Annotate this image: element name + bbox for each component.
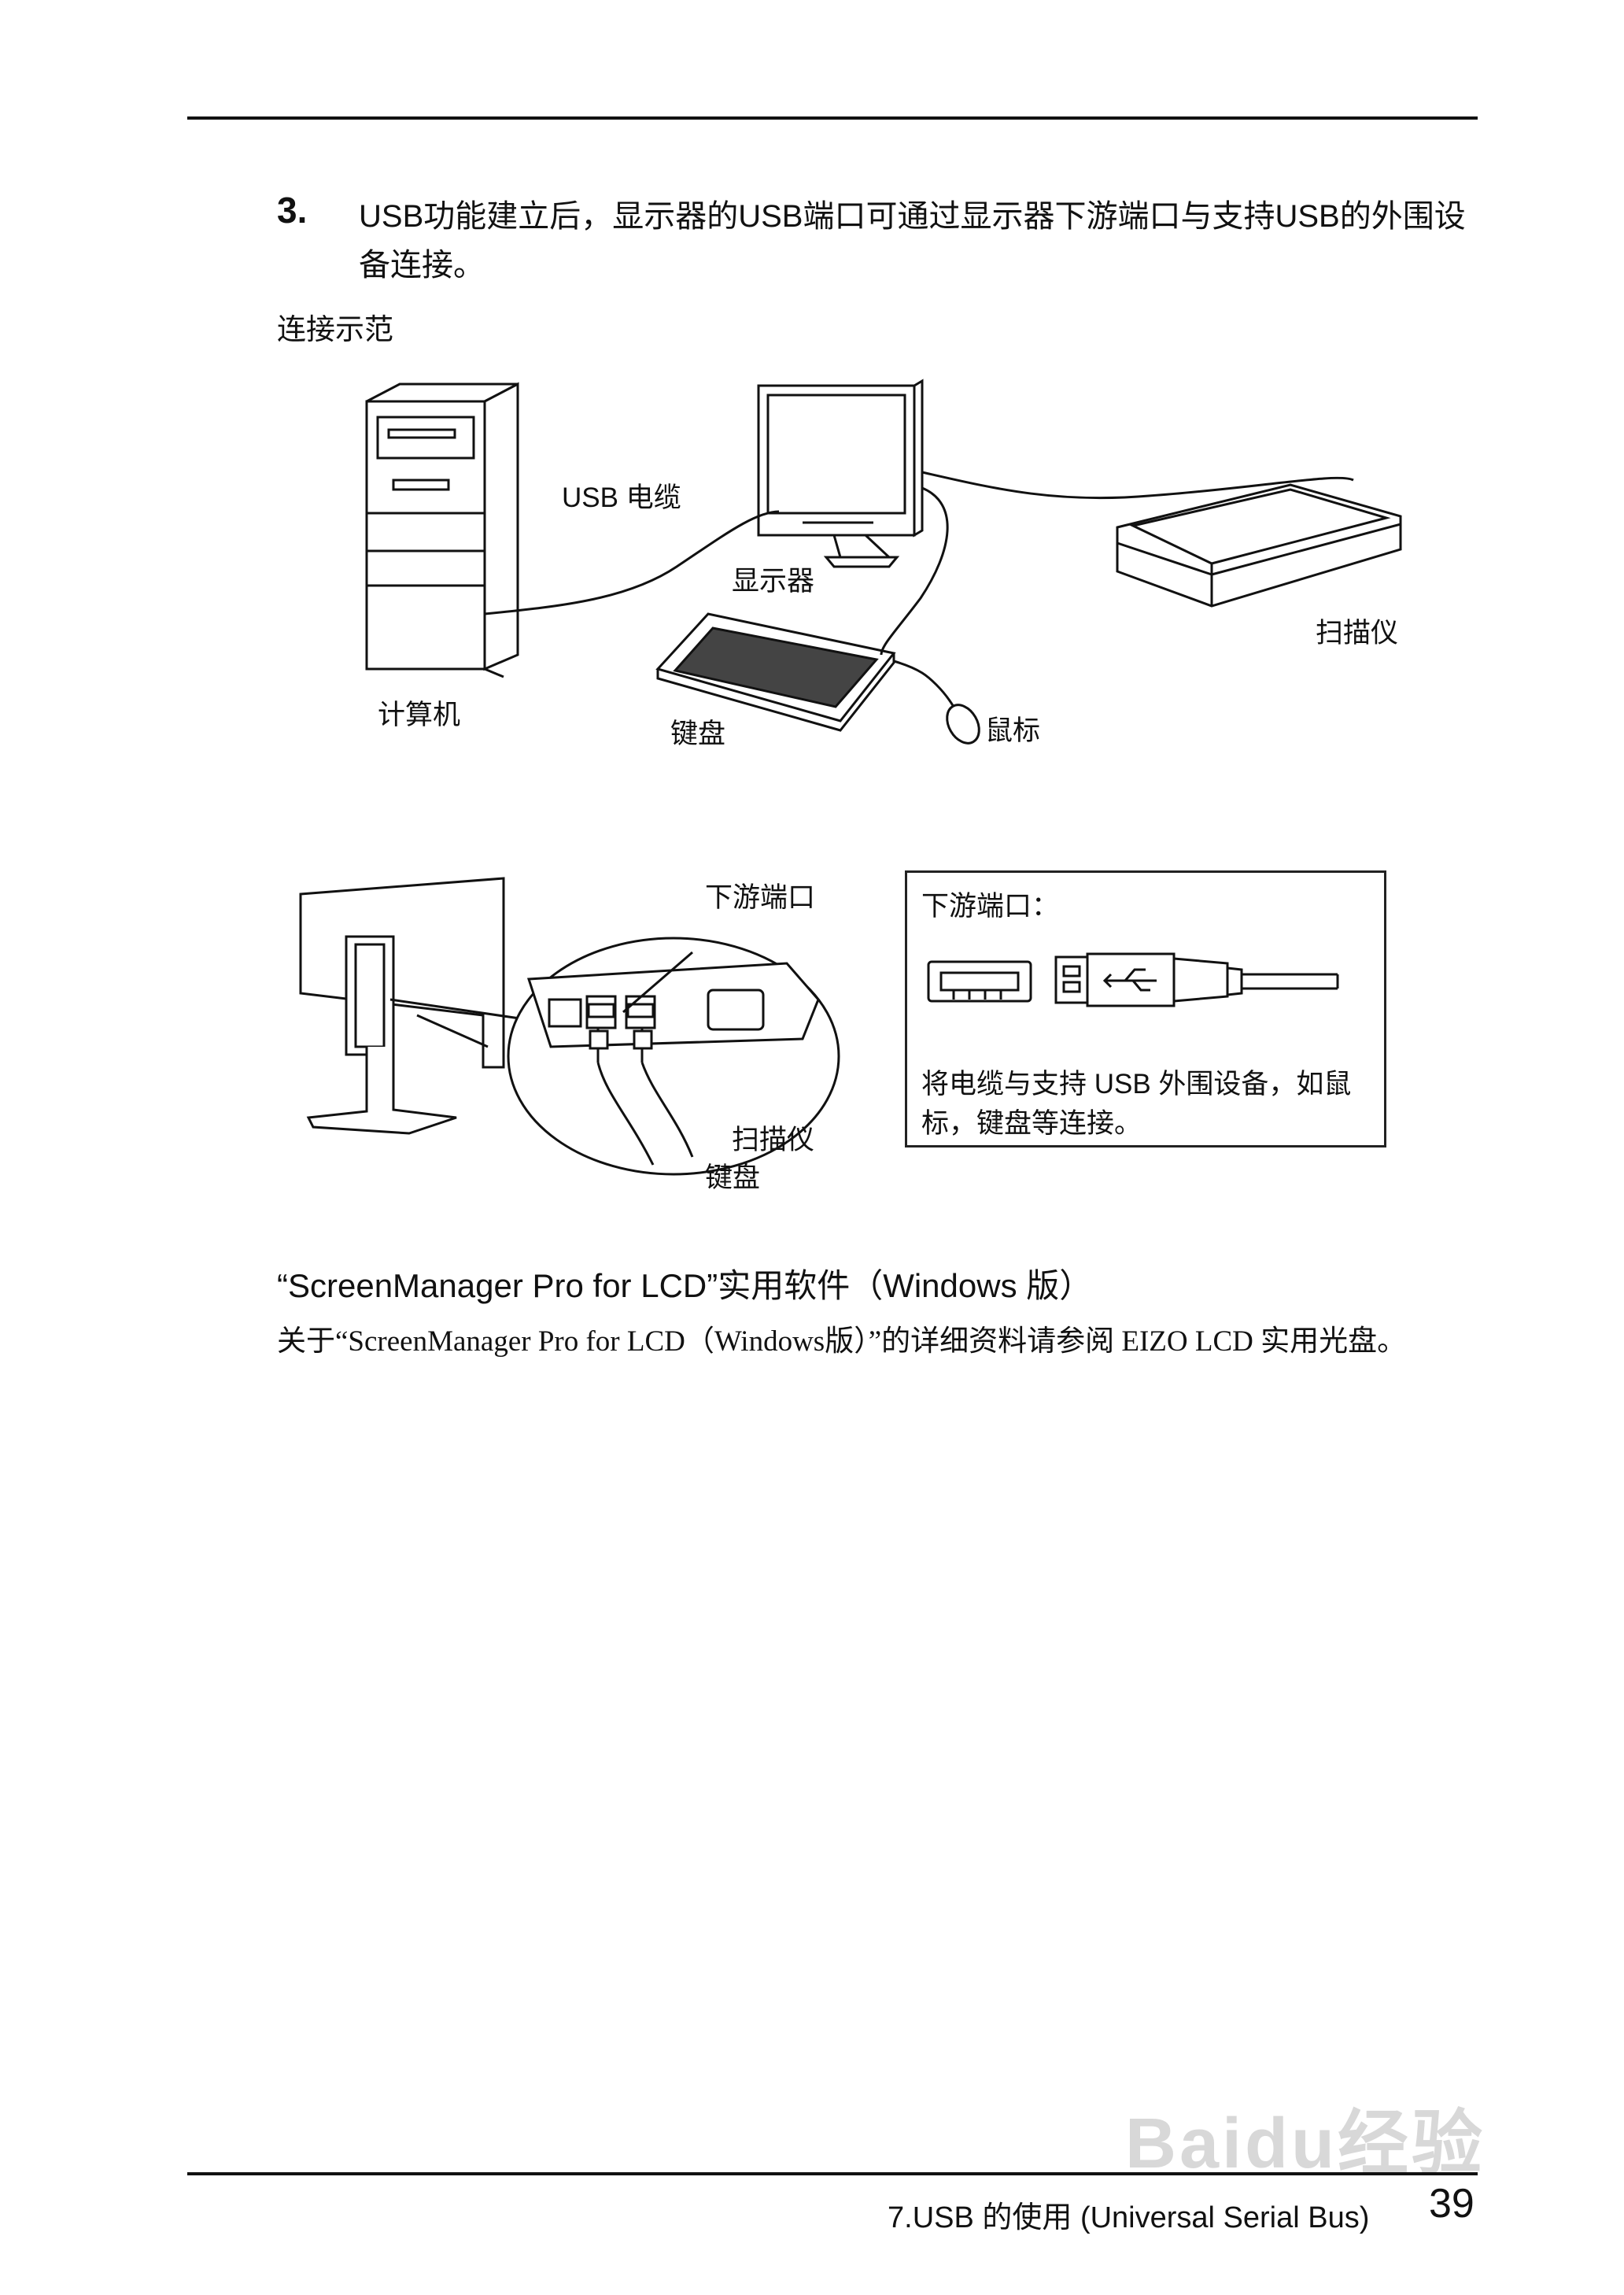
usb-plug-icon [1054, 952, 1339, 1007]
monitor-illustration [757, 379, 924, 568]
mouse-cable [893, 660, 955, 708]
usb-cable-label: USB 电缆 [562, 482, 681, 513]
fig2-keyboard-label: 键盘 [705, 1162, 761, 1193]
section-title: “ScreenManager Pro for LCD”实用软件（Windows … [277, 1267, 1093, 1304]
mouse-illustration [946, 704, 980, 745]
monitor-label: 显示器 [732, 566, 815, 597]
scanner-illustration [1116, 483, 1402, 608]
usb-cable [484, 510, 780, 615]
keyboard-cable [880, 486, 949, 656]
step-number: 3. [277, 190, 308, 231]
figure-caption: 连接示范 [277, 313, 393, 346]
computer-illustration [365, 382, 519, 678]
usb-port-icon [927, 960, 1032, 1003]
zoom-callout [507, 937, 840, 1176]
keyboard-label: 键盘 [670, 719, 726, 749]
mouse-label: 鼠标 [985, 715, 1041, 746]
downstream-port-label: 下游端口 [705, 882, 816, 913]
infobox-note: 将电缆与支持 USB 外围设备，如鼠标，键盘等连接。 [921, 1069, 1352, 1139]
scanner-label: 扫描仪 [1316, 618, 1399, 649]
watermark: Baidu经验 [1125, 2105, 1486, 2183]
footer-chapter: 7.USB 的使用 (Universal Serial Bus) [888, 2201, 1370, 2234]
top-rule [187, 116, 1478, 120]
step-text: USB功能建立后，显示器的USB端口可通过显示器下游端口与支持USB的外围设备连… [359, 199, 1466, 283]
monitor-back-illustration [299, 877, 531, 1135]
bottom-rule [187, 2172, 1478, 2175]
fig2-scanner-label: 扫描仪 [732, 1125, 815, 1155]
downstream-port-infobox: 下游端口： 将电缆与支持 USB 外围设备，如鼠标，键盘等连接。 [905, 870, 1386, 1148]
page-number: 39 [1429, 2181, 1475, 2227]
infobox-title: 下游端口： [921, 891, 1060, 922]
computer-label: 计算机 [378, 700, 461, 730]
section-body: 关于“ScreenManager Pro for LCD（Windows版）”的… [277, 1325, 1407, 1358]
scanner-cable [921, 471, 1354, 500]
keyboard-illustration [655, 612, 896, 732]
